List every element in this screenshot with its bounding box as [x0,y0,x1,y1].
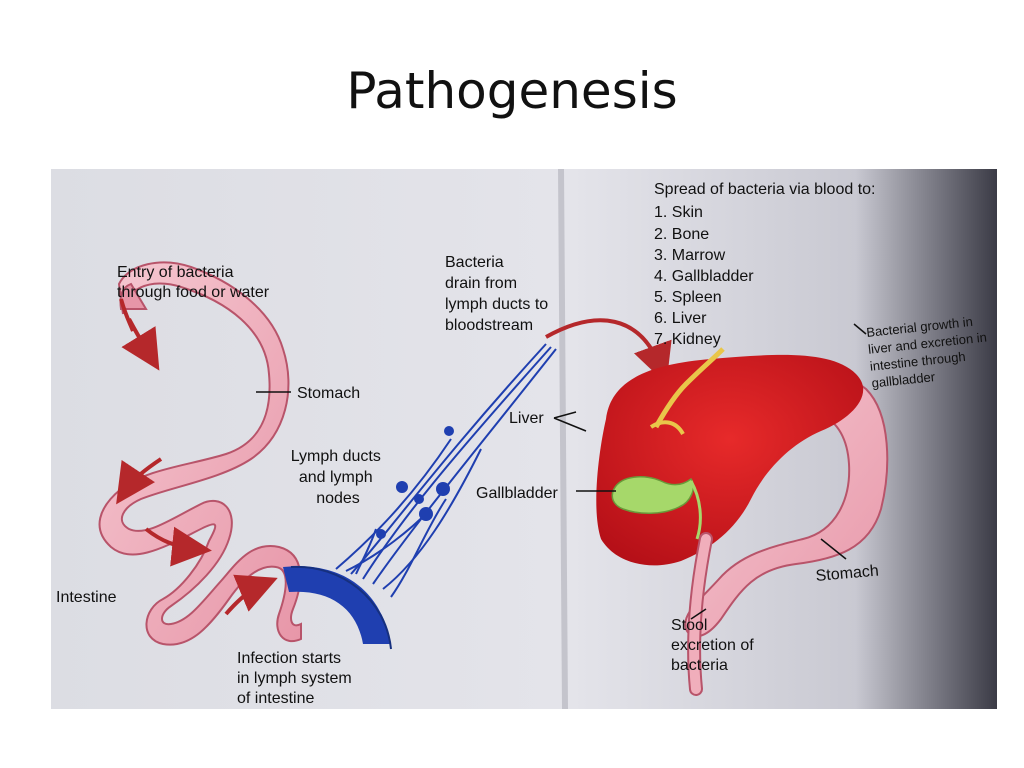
stomach-right-label: Stomach [815,563,879,585]
stomach-left-label: Stomach [297,385,360,402]
page-gutter [558,169,568,709]
food-arrow-3 [144,526,212,567]
liver-label: Liver [509,410,544,427]
bloodstream-arrow [545,318,672,385]
bile-duct [653,347,725,429]
pathogenesis-figure: Entry of bacteria through food or water … [51,169,997,709]
slide-title: Pathogenesis [346,62,678,120]
intestine-label: Intestine [56,589,117,606]
gallbladder-label: Gallbladder [476,485,559,502]
infection-label: Infection starts in lymph system of inte… [237,650,356,707]
spread-list: 1. Skin 2. Bone 3. Marrow 4. Gallbladder… [654,204,758,348]
growth-label: Bacterial growth in liver and excretion … [866,312,995,390]
food-arrow-2 [116,457,163,505]
lymph-label: Lymph ducts and lymph nodes [291,448,386,507]
spread-heading: Spread of bacteria via blood to: [654,181,875,198]
entry-label: Entry of bacteria through food or water [117,264,270,301]
gallbladder-shape [611,476,695,514]
right-stomach-shape [684,377,889,638]
stool-label: Stool excretion of bacteria [671,617,758,674]
drain-label: Bacteria drain from lymph ducts to blood… [445,254,553,334]
pathogenesis-diagram: Entry of bacteria through food or water … [51,169,997,709]
leader-lines [256,323,867,620]
lymphatic-intestine-section [283,566,391,644]
food-arrow-4 [224,574,278,616]
lymph-nodes [376,426,454,539]
entry-arrow [119,298,135,332]
